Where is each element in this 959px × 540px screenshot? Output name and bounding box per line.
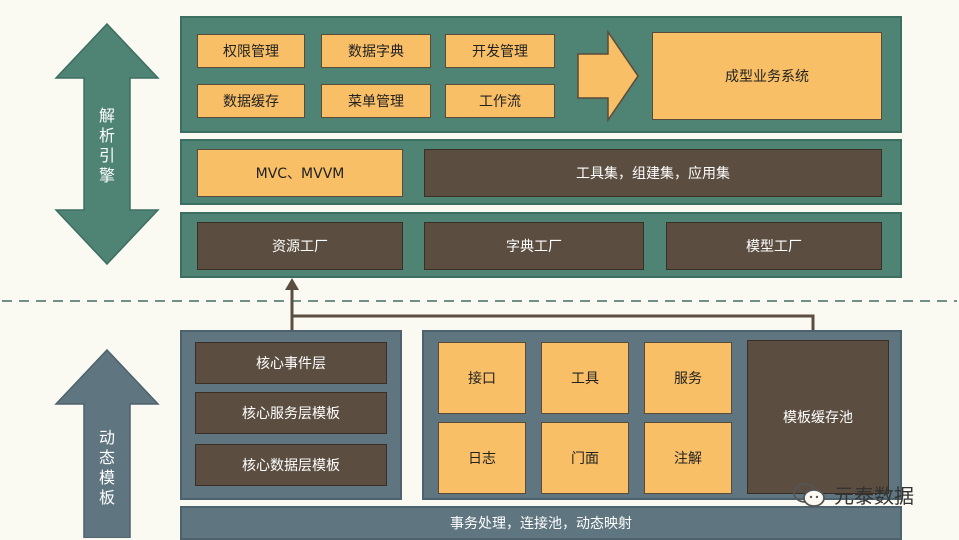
connector-arrow xyxy=(285,278,815,334)
workflow-box: 工作流 xyxy=(445,84,555,118)
bottom-bar: 事务处理，连接池，动态映射 xyxy=(180,506,902,540)
core-data-template-box: 核心数据层模板 xyxy=(195,444,387,486)
permission-management-box: 权限管理 xyxy=(197,34,305,68)
core-panel: 核心事件层 核心服务层模板 核心数据层模板 xyxy=(180,330,402,500)
menu-management-box: 菜单管理 xyxy=(321,84,431,118)
business-system-box: 成型业务系统 xyxy=(652,32,882,120)
watermark-text: 元泰数据 xyxy=(834,484,914,508)
mvc-mvvm-box: MVC、MVVM xyxy=(197,149,403,197)
annotation-box: 注解 xyxy=(644,422,732,494)
interface-box: 接口 xyxy=(438,342,526,414)
dynamic-template-up-arrow xyxy=(54,348,160,538)
watermark: 元泰数据 xyxy=(792,480,914,509)
parse-engine-double-arrow xyxy=(54,22,160,266)
service-box: 服务 xyxy=(644,342,732,414)
dictionary-factory-box: 字典工厂 xyxy=(424,222,644,270)
facade-box: 门面 xyxy=(541,422,629,494)
core-event-layer-box: 核心事件层 xyxy=(195,342,387,384)
dynamic-template-label: 动态模板 xyxy=(98,428,115,507)
mvc-panel: MVC、MVVM 工具集，组建集，应用集 xyxy=(180,139,902,205)
right-arrow-icon xyxy=(577,30,639,122)
data-dictionary-box: 数据字典 xyxy=(321,34,431,68)
resource-factory-box: 资源工厂 xyxy=(197,222,403,270)
data-cache-box: 数据缓存 xyxy=(197,84,305,118)
separator-dashed-line xyxy=(2,300,957,302)
core-service-template-box: 核心服务层模板 xyxy=(195,392,387,434)
model-factory-box: 模型工厂 xyxy=(666,222,882,270)
wechat-icon xyxy=(793,482,825,507)
log-box: 日志 xyxy=(438,422,526,494)
top-panel: 权限管理 数据字典 开发管理 数据缓存 菜单管理 工作流 成型业务系统 xyxy=(180,16,902,133)
toolset-box: 工具集，组建集，应用集 xyxy=(424,149,882,197)
parse-engine-label: 解析引擎 xyxy=(98,106,115,185)
tool-box: 工具 xyxy=(541,342,629,414)
factory-panel: 资源工厂 字典工厂 模型工厂 xyxy=(180,212,902,278)
module-panel: 接口 工具 服务 日志 门面 注解 模板缓存池 xyxy=(422,330,902,500)
development-management-box: 开发管理 xyxy=(445,34,555,68)
template-cache-pool-box: 模板缓存池 xyxy=(747,340,889,494)
